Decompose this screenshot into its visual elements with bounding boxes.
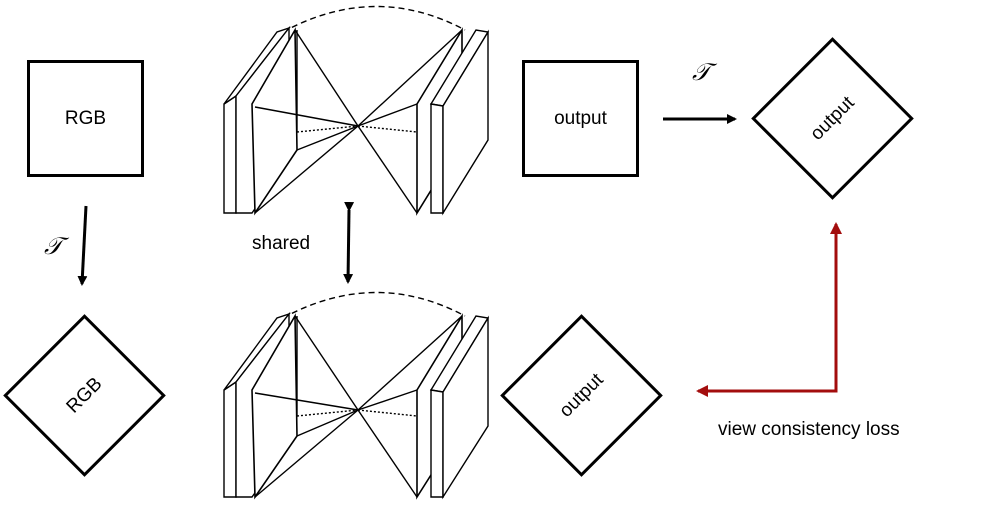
network-top [223,5,490,216]
skip-connection-arc-bottom [282,291,466,319]
rgb-input-label: RGB [64,107,107,129]
arrow-view-consistency-loss [696,224,838,397]
output-label-top: output [554,107,607,129]
encoder-slab-outer-top [223,94,237,214]
output-diamond-label-bottom: output [555,369,608,422]
skip-connection-arc-top [282,5,466,33]
rgb-input-box: RGB [27,60,144,177]
network-bottom [223,291,490,500]
output-box-top: output [522,60,639,177]
view-consistency-loss-label: view consistency loss [718,419,900,440]
decoder-slab-outer-bottom [430,389,444,498]
arrow-shared [343,201,355,284]
transform-symbol-top: 𝒯 [692,58,711,86]
output-diamond-label-top: output [806,92,859,145]
shared-label: shared [252,233,311,254]
encoder-slab-outer-bottom [223,380,237,498]
decoder-slab-outer-top [430,103,444,214]
transform-symbol-left: 𝒯 [44,232,63,260]
arrow-rgb-transform [77,205,88,286]
rgb-diamond-label-bottom: RGB [62,373,107,418]
